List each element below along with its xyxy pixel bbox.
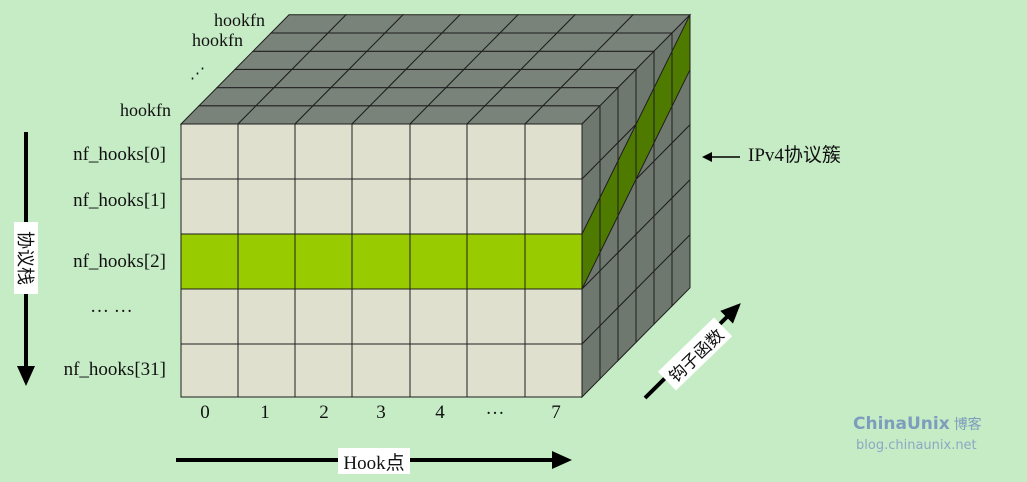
front-cell (294, 343, 353, 398)
depth-label-hookfn: hookfn (120, 100, 171, 120)
column-label: 7 (551, 402, 561, 423)
front-cell (237, 123, 296, 180)
depth-label-hookfn: hookfn (192, 30, 243, 50)
row-label: nf_hooks[1] (73, 190, 166, 211)
front-cell (351, 343, 411, 398)
front-cell (466, 288, 526, 345)
highlight-cell (466, 233, 526, 290)
front-cell (180, 343, 239, 398)
column-label: 0 (200, 402, 210, 423)
front-cell (294, 178, 353, 235)
front-cell (237, 343, 296, 398)
row-label: nf_hooks[2] (73, 251, 166, 272)
watermark-url: blog.chinaunix.net (856, 438, 977, 453)
column-label: 3 (376, 402, 386, 423)
highlight-cell (524, 233, 583, 290)
protocol-stack-label: 协议栈 (14, 222, 38, 294)
highlight-cell (351, 233, 411, 290)
column-label: 2 (319, 402, 329, 423)
front-cell (237, 288, 296, 345)
row-label: nf_hooks[0] (73, 144, 166, 165)
front-cell (524, 288, 583, 345)
cube-side-face (581, 13, 691, 399)
front-cell (351, 123, 411, 180)
column-label: 4 (435, 402, 445, 423)
highlight-cell (409, 233, 468, 290)
front-cell (524, 178, 583, 235)
front-cell (237, 178, 296, 235)
front-cell (294, 288, 353, 345)
front-cell (409, 288, 468, 345)
row-label-ellipsis: … … (90, 296, 133, 317)
front-cell (180, 288, 239, 345)
front-cell (351, 178, 411, 235)
hook-point-label: Hook点 (338, 448, 410, 474)
column-label: 1 (260, 402, 270, 423)
front-cell (466, 343, 526, 398)
side-face-cell (671, 233, 691, 308)
front-cell (180, 123, 239, 180)
ipv4-side-band-cell (671, 14, 691, 107)
row-label: nf_hooks[31] (63, 359, 166, 380)
depth-label-ellipsis: ⋰ (190, 66, 205, 82)
front-cell (466, 178, 526, 235)
highlight-cell (180, 233, 239, 290)
front-cell (524, 343, 583, 398)
highlight-cell (294, 233, 353, 290)
front-cell (409, 343, 468, 398)
front-cell (294, 123, 353, 180)
front-cell (351, 288, 411, 345)
depth-label-hookfn: hookfn (214, 10, 265, 30)
highlight-cell (237, 233, 296, 290)
front-cell (409, 178, 468, 235)
front-cell (180, 178, 239, 235)
ipv4-family-label: IPv4协议簇 (748, 145, 841, 166)
column-label: … (485, 398, 505, 419)
front-cell (524, 123, 583, 180)
front-cell (409, 123, 468, 180)
cube-top-face (179, 14, 692, 125)
cube-front-face (180, 123, 583, 398)
front-cell (466, 123, 526, 180)
